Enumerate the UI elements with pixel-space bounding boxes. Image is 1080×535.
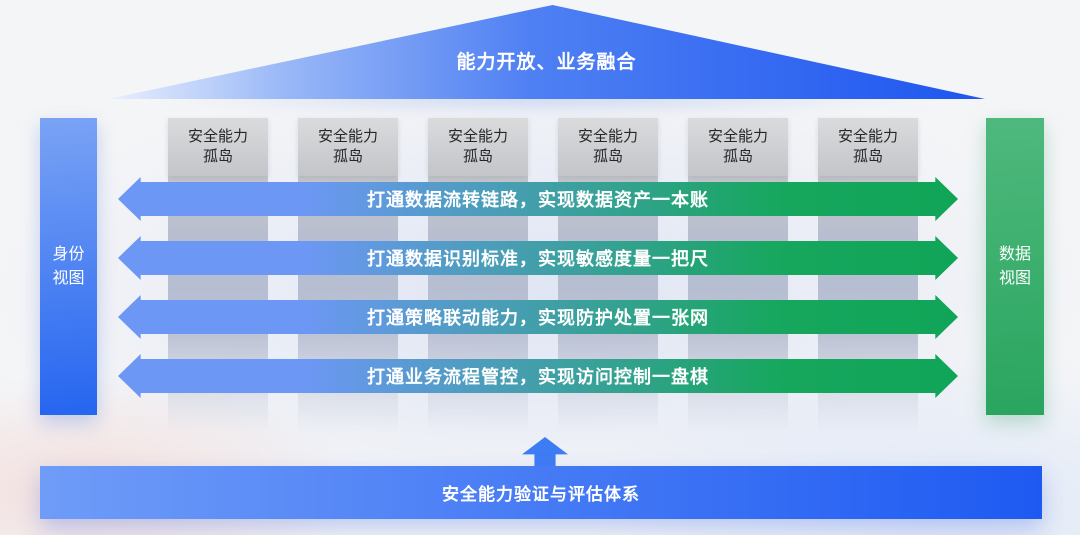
island-box: 安全能力 孤岛 [298, 118, 398, 176]
flow-arrow-process-control: 打通业务流程管控，实现访问控制一盘棋 [118, 354, 958, 398]
flow-arrow-data-standard: 打通数据识别标准，实现敏感度量一把尺 [118, 236, 958, 280]
island-box: 安全能力 孤岛 [168, 118, 268, 176]
data-view-bar: 数据 视图 [986, 118, 1044, 415]
bottom-bar: 安全能力验证与评估体系 [40, 466, 1042, 519]
island-box: 安全能力 孤岛 [558, 118, 658, 176]
island-box: 安全能力 孤岛 [688, 118, 788, 176]
identity-view-bar: 身份 视图 [40, 118, 97, 415]
data-view-label: 数据 视图 [998, 245, 1031, 287]
identity-view-label: 身份 视图 [52, 245, 85, 287]
bottom-bar-label: 安全能力验证与评估体系 [442, 485, 640, 504]
island-box: 安全能力 孤岛 [428, 118, 528, 176]
roof-triangle: 能力开放、业务融合 [108, 5, 985, 99]
flow-arrow-data-link: 打通数据流转链路，实现数据资产一本账 [118, 177, 958, 221]
island-box: 安全能力 孤岛 [818, 118, 918, 176]
flow-arrow-label: 打通业务流程管控，实现访问控制一盘棋 [367, 367, 709, 387]
flow-arrow-label: 打通数据流转链路，实现数据资产一本账 [367, 190, 709, 210]
roof-label: 能力开放、业务融合 [456, 52, 637, 73]
up-arrow-icon [522, 437, 568, 467]
flow-arrow-policy-linkage: 打通策略联动能力，实现防护处置一张网 [118, 295, 958, 339]
flow-arrow-label: 打通策略联动能力，实现防护处置一张网 [367, 308, 709, 328]
flow-arrow-label: 打通数据识别标准，实现敏感度量一把尺 [367, 249, 709, 269]
